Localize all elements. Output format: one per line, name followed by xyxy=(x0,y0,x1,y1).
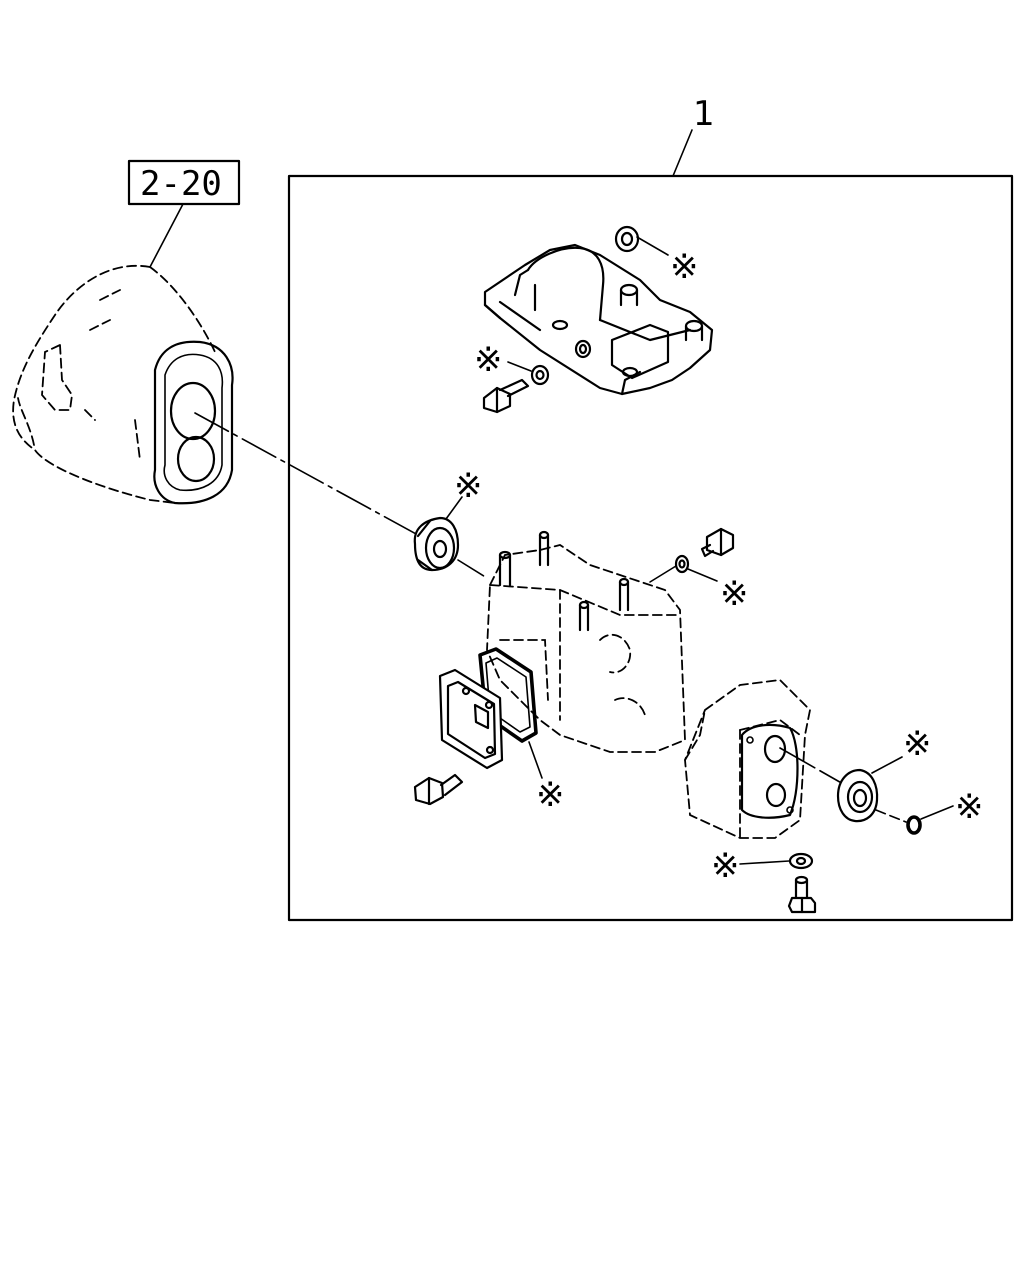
side-gasket-leader xyxy=(528,741,543,779)
rear-seal xyxy=(836,768,879,823)
reference-leader xyxy=(149,203,184,268)
alignment-axis-line xyxy=(194,412,419,536)
side-cover-bolt xyxy=(413,773,464,806)
kit-marker-bottom-washer: ※ xyxy=(711,846,740,886)
top-cover-assembly xyxy=(483,243,714,396)
bell-housing xyxy=(12,264,234,505)
rear-axis-line xyxy=(779,747,846,786)
reference-box xyxy=(127,159,241,206)
assembly-callout-number: 1 xyxy=(693,94,715,134)
bearing-axis-line xyxy=(457,559,488,579)
top-bolt xyxy=(482,378,530,414)
front-bearing-leader xyxy=(445,496,463,520)
kit-marker-case-washer: ※ xyxy=(720,574,749,614)
bottom-bolt xyxy=(787,875,817,914)
o-ring-leader xyxy=(920,805,954,820)
o-ring xyxy=(906,815,922,835)
assembly-boundary-box xyxy=(287,174,1014,922)
kit-marker-top-seal: ※ xyxy=(670,247,699,287)
bottom-washer-leader xyxy=(739,860,790,865)
bottom-washer xyxy=(788,852,814,870)
top-seal-leader xyxy=(636,236,669,256)
rear-seal-leader xyxy=(871,756,903,774)
case-washer-leader xyxy=(687,568,718,582)
kit-marker-rear-seal: ※ xyxy=(903,724,932,764)
reference-label: 2-20 xyxy=(140,164,222,204)
kit-marker-front-bearing: ※ xyxy=(454,466,483,506)
top-plug xyxy=(574,339,592,359)
case-washer xyxy=(674,554,690,574)
top-seal xyxy=(614,225,640,253)
rear-extension-housing xyxy=(684,679,811,839)
case-bolt xyxy=(700,527,735,558)
assembly-callout-leader xyxy=(672,129,693,177)
front-bearing xyxy=(413,516,460,572)
top-washer-leader xyxy=(507,361,532,372)
top-washer xyxy=(530,364,550,386)
kit-marker-o-ring: ※ xyxy=(955,787,984,827)
side-cover-plate xyxy=(438,668,504,770)
o-ring-axis-line xyxy=(875,809,907,823)
kit-marker-side-gasket: ※ xyxy=(536,775,565,815)
main-case xyxy=(486,530,686,753)
kit-marker-top-washer: ※ xyxy=(474,340,503,380)
case-leader-right xyxy=(649,565,677,583)
